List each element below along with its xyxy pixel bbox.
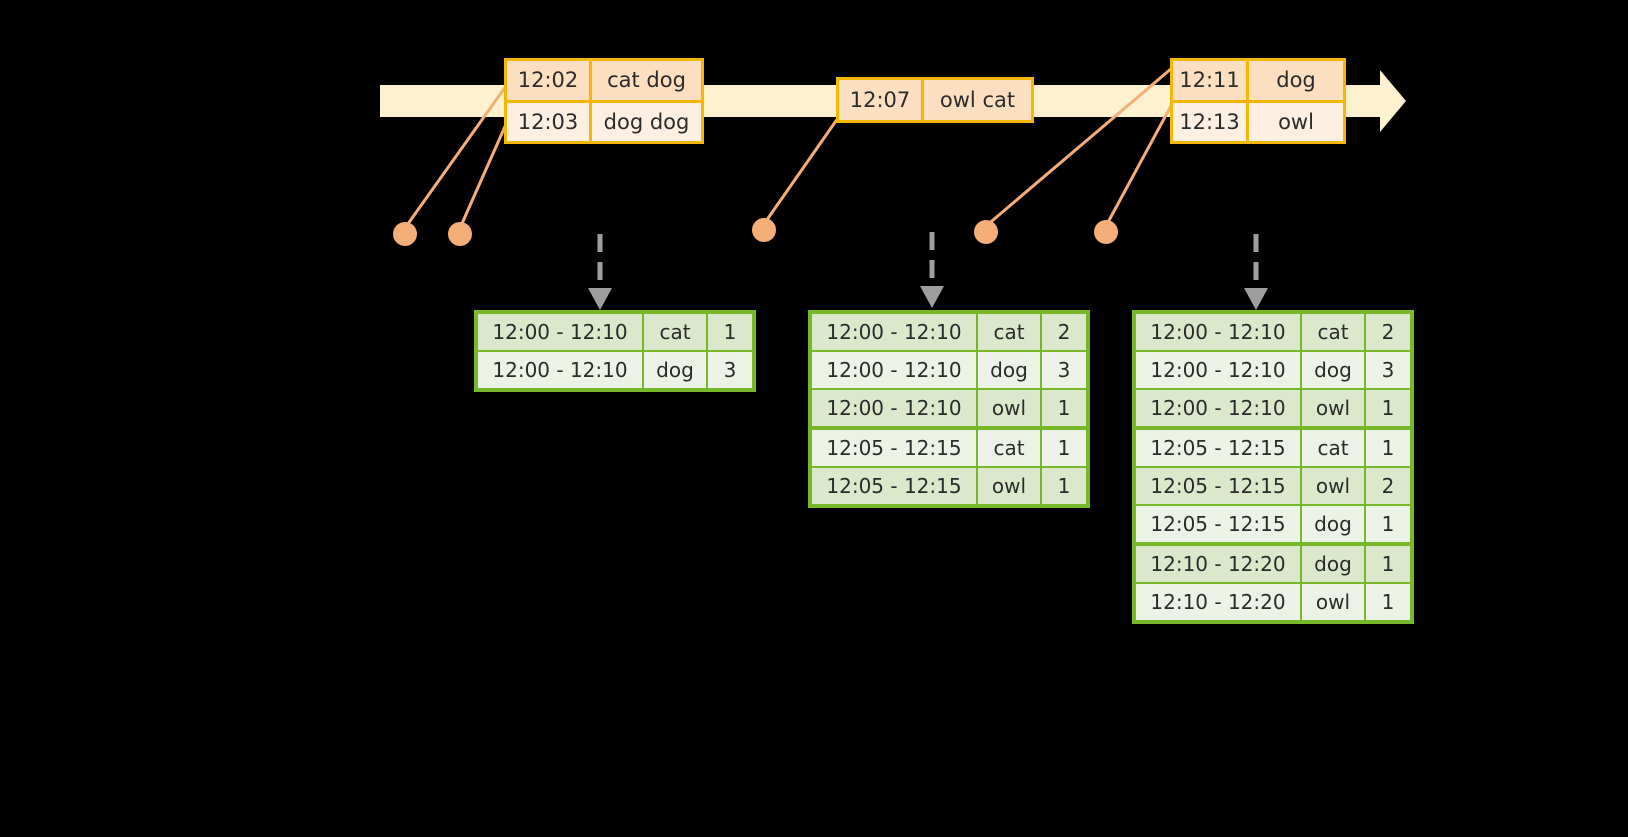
cell-window: 12:10 - 12:20 (1136, 546, 1300, 582)
event-group-2[interactable]: 12:07 owl cat (836, 77, 1034, 123)
event-row[interactable]: 12:02 cat dog (507, 61, 701, 100)
cell-count: 1 (708, 314, 752, 350)
event-words: dog dog (603, 109, 690, 134)
cell-window: 12:00 - 12:10 (812, 390, 976, 426)
cell-count: 3 (1042, 352, 1086, 388)
event-row[interactable]: 12:03 dog dog (507, 99, 701, 141)
event-time: 12:07 (839, 80, 924, 120)
down-arrow-2 (920, 232, 944, 308)
cell-count: 1 (1366, 430, 1410, 466)
down-arrow-3 (1244, 234, 1268, 310)
cell-word: cat (644, 314, 706, 350)
cell-window: 12:00 - 12:10 (812, 314, 976, 350)
cell-word: dog (978, 352, 1040, 388)
cell-window: 12:00 - 12:10 (812, 352, 976, 388)
cell-count: 2 (1366, 468, 1410, 504)
cell-word: dog (1302, 506, 1364, 542)
event-marker-2[interactable] (448, 222, 472, 246)
cell-count: 1 (1042, 390, 1086, 426)
cell-window: 12:00 - 12:10 (478, 352, 642, 388)
event-marker-3[interactable] (752, 218, 776, 242)
cell-word: dog (1302, 352, 1364, 388)
cell-window: 12:05 - 12:15 (812, 468, 976, 504)
connector-line-3 (762, 117, 840, 225)
event-group-1[interactable]: 12:02 cat dog 12:03 dog dog (504, 58, 704, 144)
cell-count: 3 (1366, 352, 1410, 388)
cell-window: 12:00 - 12:10 (1136, 352, 1300, 388)
cell-word: owl (978, 468, 1040, 504)
event-time: 12:11 (1173, 61, 1249, 100)
cell-word: owl (1302, 468, 1364, 504)
event-row[interactable]: 12:07 owl cat (839, 80, 1031, 120)
cell-count: 1 (1366, 506, 1410, 542)
cell-count: 2 (1366, 314, 1410, 350)
cell-window: 12:05 - 12:15 (1136, 468, 1300, 504)
cell-word: owl (1302, 390, 1364, 426)
event-row[interactable]: 12:13 owl (1173, 99, 1343, 141)
event-row[interactable]: 12:11 dog (1173, 61, 1343, 100)
event-time: 12:02 (507, 61, 592, 100)
cell-word: owl (978, 390, 1040, 426)
event-marker-4[interactable] (974, 220, 998, 244)
cell-word: dog (644, 352, 706, 388)
cell-window: 12:05 - 12:15 (1136, 506, 1300, 542)
cell-count: 1 (1042, 468, 1086, 504)
cell-word: cat (1302, 314, 1364, 350)
connector-line-5 (1104, 103, 1174, 227)
connector-line-2 (458, 121, 509, 229)
cell-count: 1 (1042, 430, 1086, 466)
cell-count: 2 (1042, 314, 1086, 350)
event-words: owl (1278, 109, 1314, 134)
event-marker-1[interactable] (393, 222, 417, 246)
event-marker-5[interactable] (1094, 220, 1118, 244)
cell-word: cat (1302, 430, 1364, 466)
cell-window: 12:00 - 12:10 (1136, 314, 1300, 350)
event-words: dog (1276, 68, 1316, 93)
event-group-3[interactable]: 12:11 dog 12:13 owl (1170, 58, 1346, 144)
cell-word: cat (978, 430, 1040, 466)
event-words: owl cat (939, 88, 1016, 112)
event-time: 12:13 (1173, 102, 1249, 141)
cell-count: 1 (1366, 546, 1410, 582)
event-words: cat dog (607, 68, 686, 93)
cell-word: owl (1302, 584, 1364, 620)
cell-word: dog (1302, 546, 1364, 582)
down-arrow-1 (588, 234, 612, 310)
cell-window: 12:00 - 12:10 (1136, 390, 1300, 426)
cell-word: cat (978, 314, 1040, 350)
cell-window: 12:10 - 12:20 (1136, 584, 1300, 620)
cell-window: 12:05 - 12:15 (812, 430, 976, 466)
cell-window: 12:05 - 12:15 (1136, 430, 1300, 466)
cell-count: 1 (1366, 390, 1410, 426)
event-time: 12:03 (507, 102, 592, 141)
cell-count: 1 (1366, 584, 1410, 620)
cell-count: 3 (708, 352, 752, 388)
cell-window: 12:00 - 12:10 (478, 314, 642, 350)
